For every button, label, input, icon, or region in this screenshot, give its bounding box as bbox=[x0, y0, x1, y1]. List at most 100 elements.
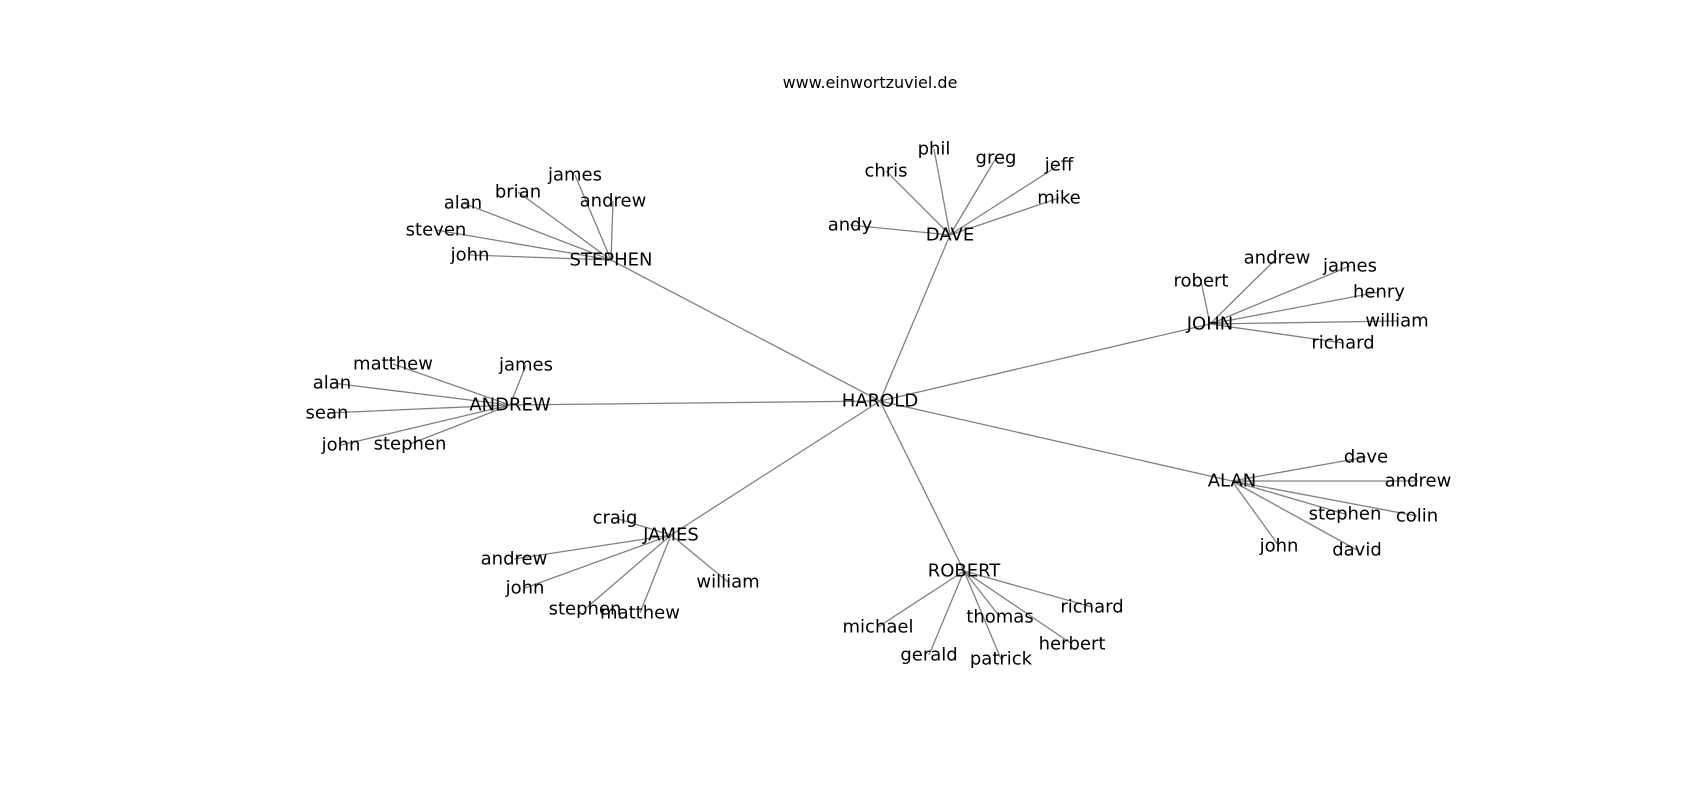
leaf-node-stephen-brian: brian bbox=[495, 182, 541, 203]
leaf-node-dave-greg: greg bbox=[976, 148, 1017, 169]
leaf-node-john-robert: robert bbox=[1174, 271, 1229, 292]
edge-james-stephen bbox=[584, 534, 672, 610]
edge-james-william bbox=[670, 534, 729, 583]
edge-alan-colin bbox=[1231, 480, 1418, 517]
edge-andrew-alan bbox=[331, 382, 511, 406]
edge-robert-gerald bbox=[928, 570, 965, 656]
leaf-node-james-craig: craig bbox=[593, 508, 638, 529]
hub-node-dave: DAVE bbox=[926, 225, 974, 246]
leaf-node-stephen-alan: alan bbox=[444, 193, 482, 214]
page-title: www.einwortzuviel.de bbox=[783, 73, 958, 92]
edge-john-andrew bbox=[1209, 257, 1278, 325]
leaf-node-stephen-john: john bbox=[450, 245, 490, 266]
edge-dave-chris bbox=[885, 170, 951, 236]
edge-root-john bbox=[879, 323, 1211, 402]
leaf-node-robert-thomas: thomas bbox=[966, 607, 1033, 628]
leaf-node-alan-david: david bbox=[1332, 540, 1382, 561]
edge-dave-andy bbox=[849, 224, 951, 236]
edge-dave-mike bbox=[949, 197, 1060, 236]
leaf-node-andrew-john: john bbox=[321, 435, 361, 456]
edges-layer bbox=[326, 148, 1418, 660]
leaf-node-andrew-alan: alan bbox=[313, 373, 351, 394]
leaf-node-alan-dave: dave bbox=[1344, 447, 1388, 468]
edge-stephen-alan bbox=[462, 202, 612, 261]
hub-node-james: JAMES bbox=[642, 525, 699, 546]
edge-root-alan bbox=[879, 400, 1233, 482]
leaf-node-dave-jeff: jeff bbox=[1044, 155, 1074, 176]
leaf-node-james-john: john bbox=[505, 578, 545, 599]
edge-john-richard bbox=[1209, 323, 1344, 344]
hub-node-stephen: STEPHEN bbox=[569, 250, 652, 271]
edge-andrew-matthew bbox=[392, 363, 511, 406]
leaf-node-stephen-steven: steven bbox=[406, 220, 467, 241]
root-node-label: HAROLD bbox=[842, 391, 918, 412]
edge-stephen-steven bbox=[435, 229, 612, 261]
edge-robert-thomas bbox=[963, 570, 1001, 618]
edge-andrew-john bbox=[340, 404, 511, 446]
edge-robert-richard bbox=[963, 570, 1093, 608]
edge-dave-greg bbox=[949, 157, 997, 236]
edge-root-james bbox=[670, 400, 881, 536]
leaf-node-dave-phil: phil bbox=[918, 139, 951, 160]
edge-andrew-stephen bbox=[409, 404, 511, 445]
edge-james-andrew bbox=[513, 534, 672, 560]
edge-john-james bbox=[1209, 265, 1351, 325]
edge-alan-david bbox=[1231, 480, 1358, 551]
leaf-node-alan-colin: colin bbox=[1396, 506, 1438, 527]
leaf-node-john-richard: richard bbox=[1311, 333, 1374, 354]
edge-andrew-james bbox=[509, 364, 527, 406]
nodes-layer: HAROLD STEPHEN james brian andrew alan steven j… bbox=[306, 139, 1452, 670]
leaf-node-john-andrew: andrew bbox=[1244, 248, 1311, 269]
leaf-node-stephen-andrew: andrew bbox=[580, 191, 647, 212]
leaf-node-dave-mike: mike bbox=[1037, 188, 1080, 209]
edge-stephen-andrew bbox=[610, 200, 614, 261]
edge-root-stephen bbox=[610, 259, 881, 402]
edge-alan-john bbox=[1231, 480, 1280, 547]
edge-john-william bbox=[1209, 320, 1398, 325]
leaf-node-dave-chris: chris bbox=[864, 161, 907, 182]
edge-robert-herbert bbox=[963, 570, 1073, 645]
leaf-node-stephen-james: james bbox=[547, 165, 602, 186]
edge-andrew-sean bbox=[326, 404, 511, 414]
hub-node-andrew: ANDREW bbox=[469, 395, 551, 416]
edge-james-matthew bbox=[639, 534, 672, 614]
edge-stephen-brian bbox=[517, 191, 612, 261]
leaf-node-alan-andrew: andrew bbox=[1385, 471, 1452, 492]
leaf-node-robert-michael: michael bbox=[843, 617, 914, 638]
leaf-node-andrew-james: james bbox=[498, 355, 553, 376]
leaf-node-robert-richard: richard bbox=[1060, 597, 1123, 618]
leaf-node-alan-john: john bbox=[1259, 536, 1299, 557]
edge-stephen-john bbox=[469, 254, 612, 261]
leaf-node-andrew-sean: sean bbox=[306, 403, 349, 424]
edge-root-robert bbox=[879, 400, 965, 572]
edge-john-henry bbox=[1209, 291, 1380, 325]
edge-james-john bbox=[524, 534, 672, 589]
leaf-node-robert-herbert: herbert bbox=[1039, 634, 1106, 655]
edge-dave-phil bbox=[933, 148, 951, 236]
edge-robert-michael bbox=[877, 570, 965, 628]
leaf-node-alan-stephen: stephen bbox=[1309, 504, 1382, 525]
leaf-node-james-stephen: stephen bbox=[549, 599, 622, 620]
hub-node-alan: ALAN bbox=[1208, 471, 1257, 492]
edge-john-robert bbox=[1200, 280, 1211, 325]
edge-james-craig bbox=[614, 517, 672, 536]
leaf-node-james-andrew: andrew bbox=[481, 549, 548, 570]
leaf-node-james-william: william bbox=[696, 572, 759, 593]
edge-stephen-james bbox=[574, 174, 612, 261]
leaf-node-john-william: william bbox=[1365, 311, 1428, 332]
edge-alan-dave bbox=[1231, 456, 1367, 482]
hub-node-robert: ROBERT bbox=[928, 561, 1002, 582]
leaf-node-robert-patrick: patrick bbox=[970, 649, 1033, 670]
edge-root-dave bbox=[879, 234, 951, 402]
leaf-node-john-james: james bbox=[1322, 256, 1377, 277]
edge-dave-jeff bbox=[949, 164, 1060, 236]
leaf-node-dave-andy: andy bbox=[828, 215, 873, 236]
edge-root-andrew bbox=[509, 400, 881, 406]
leaf-node-james-matthew: matthew bbox=[600, 603, 680, 624]
leaf-node-robert-gerald: gerald bbox=[900, 645, 957, 666]
leaf-node-andrew-matthew: matthew bbox=[353, 354, 433, 375]
leaf-node-john-henry: henry bbox=[1353, 282, 1405, 303]
edge-robert-patrick bbox=[963, 570, 1002, 660]
edge-alan-stephen bbox=[1231, 480, 1346, 515]
